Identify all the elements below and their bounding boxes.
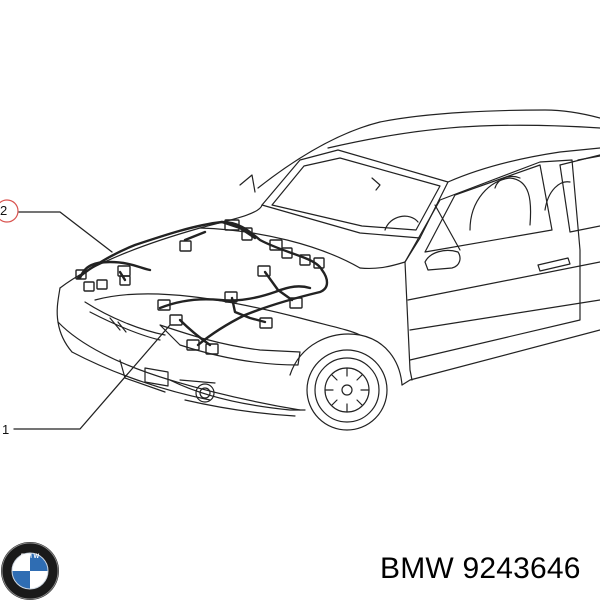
engine-wiring-harness <box>76 220 329 347</box>
bmw-logo: B M W <box>1 542 59 600</box>
harness-connectors <box>75 219 325 355</box>
car-body-outline <box>56 109 600 431</box>
callout-2-leader <box>18 211 113 253</box>
part-caption: BMW 9243646 <box>380 552 581 586</box>
callout-number-1: 1 <box>2 422 10 437</box>
callout-1-leader <box>13 324 171 430</box>
callout-2-highlight-circle <box>0 199 19 223</box>
caption-part-number: 9243646 <box>462 552 581 585</box>
callout-number-2: 2 <box>0 203 8 218</box>
svg-text:B M W: B M W <box>21 554 40 560</box>
caption-brand: BMW <box>380 552 454 585</box>
callout-leaders <box>0 199 171 430</box>
